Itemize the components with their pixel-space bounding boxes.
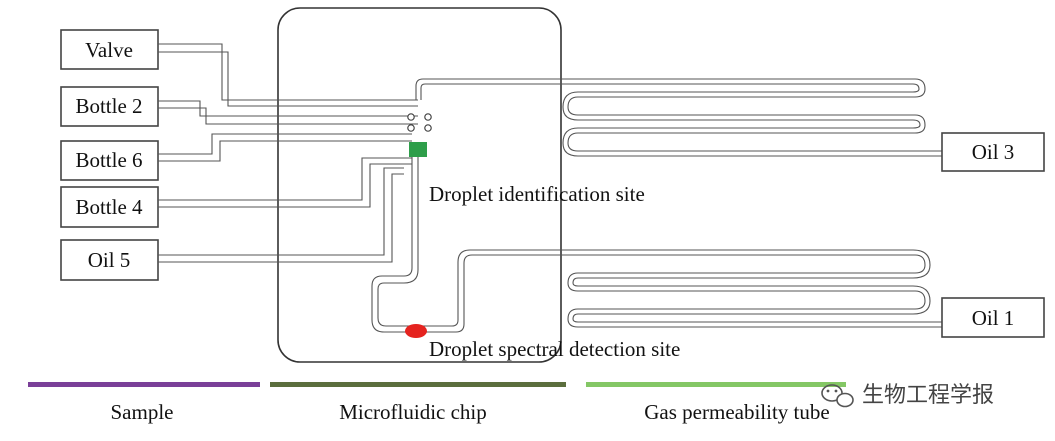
watermark: 生物工程学报 bbox=[821, 383, 994, 408]
chip-to-upper-coil-tube bbox=[415, 78, 942, 157]
output-oil-3-label: Oil 3 bbox=[972, 140, 1015, 164]
input-bottle-2-label: Bottle 2 bbox=[75, 94, 142, 118]
section-bar-gas-tube bbox=[586, 382, 846, 387]
output-oil-1-label: Oil 1 bbox=[972, 306, 1015, 330]
output-oil-3: Oil 3 bbox=[941, 132, 1045, 172]
chip-ports bbox=[407, 113, 432, 132]
input-bottle-6-label: Bottle 6 bbox=[75, 148, 142, 172]
wechat-icon bbox=[821, 384, 854, 408]
spectral-detection-label: Droplet spectral detection site bbox=[429, 337, 680, 361]
input-bottle-4-label: Bottle 4 bbox=[75, 195, 143, 219]
input-oil-5: Oil 5 bbox=[60, 239, 159, 281]
chip-outline bbox=[277, 7, 562, 363]
chip-to-lower-coil-tube bbox=[371, 150, 942, 333]
identification-site-marker bbox=[409, 142, 427, 157]
input-bottle-6: Bottle 6 bbox=[60, 140, 159, 181]
spectral-detection-marker bbox=[405, 324, 427, 338]
section-label-chip: Microfluidic chip bbox=[339, 400, 487, 424]
section-label-sample: Sample bbox=[111, 400, 174, 424]
identification-site-label: Droplet identification site bbox=[429, 182, 645, 206]
input-oil-5-label: Oil 5 bbox=[88, 248, 131, 272]
input-valve-label: Valve bbox=[85, 38, 133, 62]
input-bottle-4: Bottle 4 bbox=[60, 186, 159, 228]
section-label-gas-tube: Gas permeability tube bbox=[644, 400, 829, 424]
input-bottle-2: Bottle 2 bbox=[60, 86, 159, 127]
input-valve: Valve bbox=[60, 29, 159, 70]
section-bar-sample bbox=[28, 382, 260, 387]
section-bar-chip bbox=[270, 382, 566, 387]
input-tubes bbox=[158, 43, 418, 263]
watermark-text: 生物工程学报 bbox=[862, 383, 994, 408]
output-oil-1: Oil 1 bbox=[941, 297, 1045, 338]
